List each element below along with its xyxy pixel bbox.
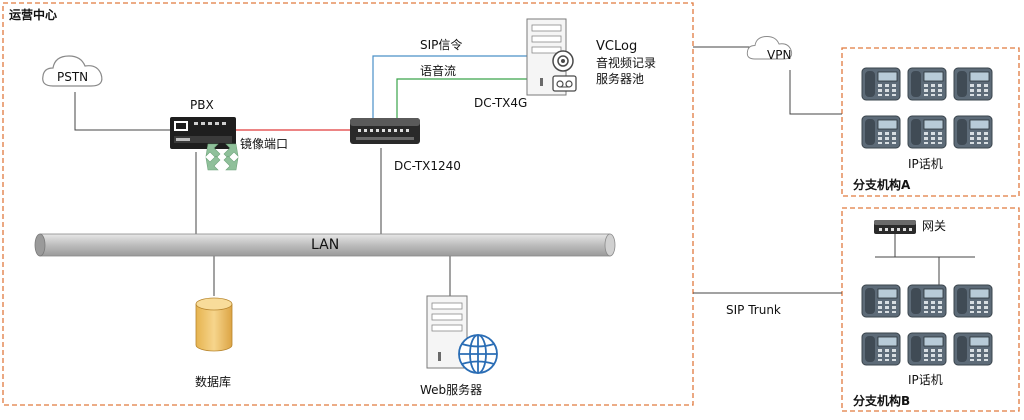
dc-tx1240-icon [350, 118, 420, 144]
lan-pipe [34, 233, 616, 257]
link-pstn-pbx [74, 92, 170, 131]
ip-phone-b-label: IP话机 [908, 373, 943, 387]
sip-signal-label: SIP信令 [420, 38, 463, 52]
vclog-label-1: VCLog [596, 39, 638, 54]
zone-branch-a-border [841, 47, 1020, 197]
lan-label: LAN [311, 237, 340, 253]
gateway-label: 网关 [922, 219, 947, 233]
mirror-port-label: 镜像端口 [240, 137, 289, 151]
globe-icon [458, 334, 498, 374]
pbx-icon [170, 117, 236, 149]
link-voice-stream [396, 78, 527, 118]
sip-trunk-label: SIP Trunk [726, 303, 781, 317]
database-label: 数据库 [195, 375, 232, 389]
branch-a-phones [861, 67, 993, 149]
zone-ops-label: 运营中心 [9, 8, 58, 22]
pbx-label: PBX [190, 98, 214, 112]
dc-tx1240-label: DC-TX1240 [394, 159, 461, 173]
link-sip-signal [372, 55, 527, 118]
gateway-icon [874, 220, 916, 234]
zone-branch-b-label: 分支机构B [853, 394, 911, 408]
vpn-label: VPN [767, 48, 792, 62]
branch-b-phones [861, 284, 993, 366]
vclog-server-icon [526, 18, 577, 96]
voice-stream-label: 语音流 [420, 64, 457, 78]
zone-branch-a-label: 分支机构A [853, 178, 911, 192]
dc-tx4g-label: DC-TX4G [474, 96, 528, 110]
web-server-label: Web服务器 [420, 383, 483, 397]
database-icon [195, 297, 233, 352]
ip-phone-a-label: IP话机 [908, 157, 943, 171]
zone-ops-border [2, 2, 694, 406]
pstn-label: PSTN [57, 70, 89, 84]
vclog-label-3: 服务器池 [596, 72, 645, 86]
vclog-label-2: 音视频记录 [596, 56, 657, 70]
link-vpn-branch-a [789, 70, 842, 115]
pbx-arrows-icon [205, 143, 239, 171]
zone-branch-b-border [841, 207, 1020, 412]
